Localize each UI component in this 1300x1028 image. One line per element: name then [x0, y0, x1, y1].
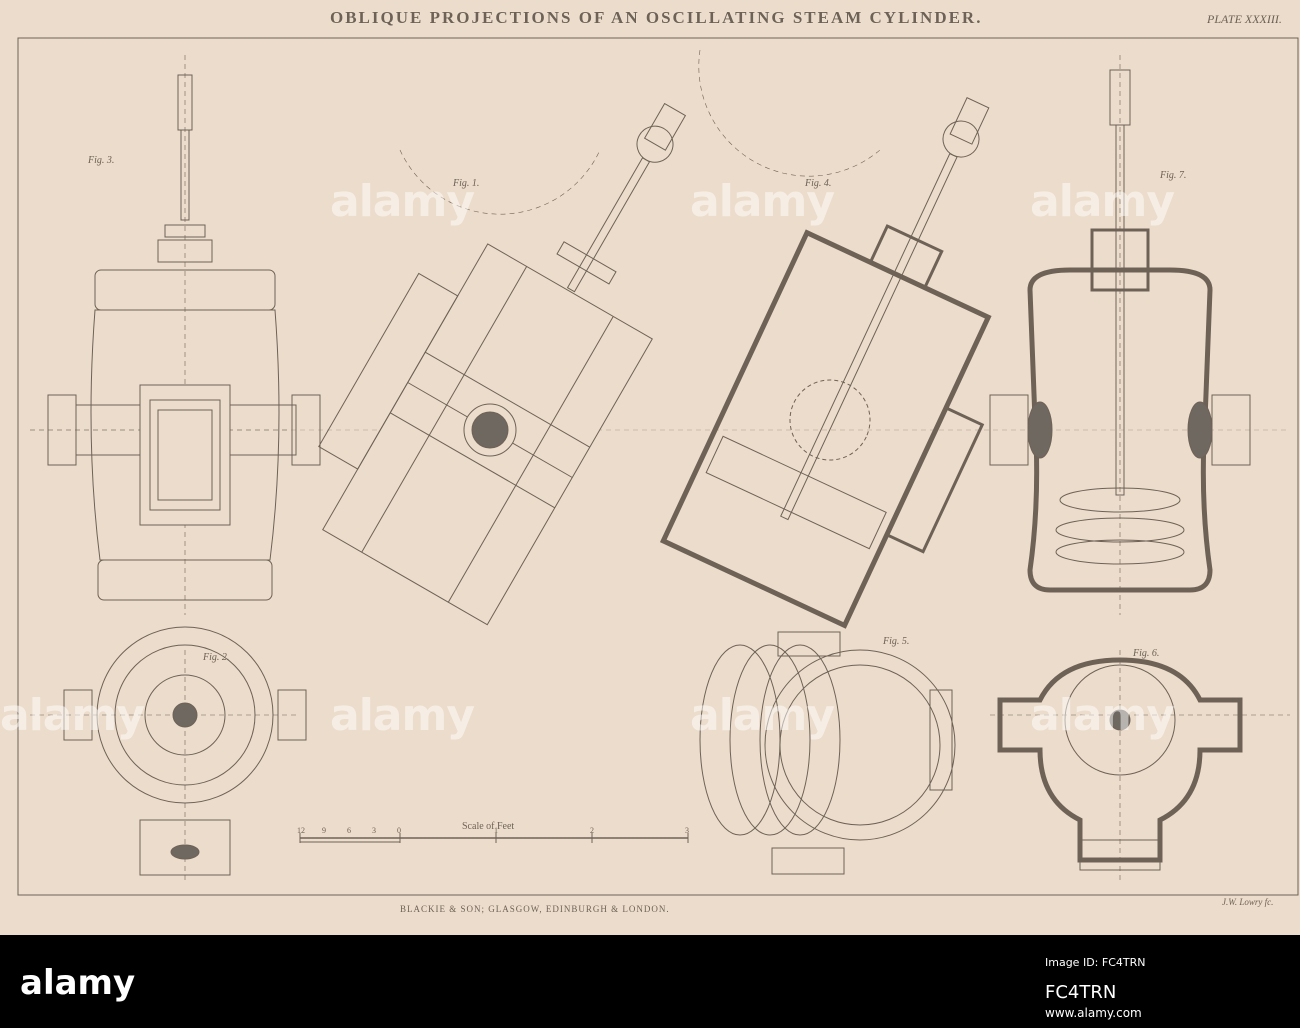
watermark: alamy [330, 176, 475, 227]
footer-image-id: Image ID: FC4TRN [1045, 956, 1146, 969]
fig-label: Fig. 3. [88, 155, 115, 166]
scale-tick: 3 [685, 826, 689, 835]
watermark: alamy [330, 690, 475, 741]
watermark: alamy [1030, 690, 1175, 741]
scale-tick: 2 [590, 826, 594, 835]
footer-code: FC4TRN [1045, 982, 1117, 1003]
fig4-drawing [659, 97, 992, 629]
plate-title: OBLIQUE PROJECTIONS OF AN OSCILLATING ST… [330, 8, 983, 27]
fig-label: Fig. 2. [203, 652, 230, 663]
scale-tick: 3 [372, 826, 376, 835]
scale-tick: 9 [322, 826, 326, 835]
publisher-imprint: BLACKIE & SON; GLASGOW, EDINBURGH & LOND… [400, 904, 670, 914]
fig7-drawing [989, 69, 1251, 593]
fig-label: Fig. 5. [883, 636, 910, 647]
plate-border [17, 37, 1299, 896]
fig1-drawing [318, 102, 687, 626]
footer-url: www.alamy.com [1045, 1006, 1142, 1020]
scale-tick: 1 [494, 826, 498, 835]
watermark: alamy [690, 176, 835, 227]
watermark: alamy [1030, 176, 1175, 227]
plate-number: PLATE XXXIII. [1207, 12, 1282, 26]
watermark: alamy [0, 690, 145, 741]
engraver-credit: J.W. Lowry fc. [1222, 897, 1274, 907]
scale-title: Scale of Feet [462, 821, 515, 832]
footer-bar [0, 935, 1300, 1028]
fig2-drawing [63, 626, 307, 876]
fig6-drawing [997, 657, 1243, 871]
engraving [17, 37, 1299, 896]
scale-tick: 6 [347, 826, 351, 835]
fig-label: Fig. 4. [805, 178, 832, 189]
fig-label: Fig. 6. [1133, 648, 1160, 659]
scale-bar [299, 833, 689, 843]
fig-label: Fig. 7. [1160, 170, 1187, 181]
scale-tick: 12 [297, 826, 305, 835]
fig3-drawing [47, 74, 321, 601]
watermark: alamy [690, 690, 835, 741]
footer-logo: alamy [20, 963, 136, 1003]
fig-label: Fig. 1. [453, 178, 480, 189]
fig5-drawing [699, 631, 956, 875]
scale-tick: 0 [397, 826, 401, 835]
